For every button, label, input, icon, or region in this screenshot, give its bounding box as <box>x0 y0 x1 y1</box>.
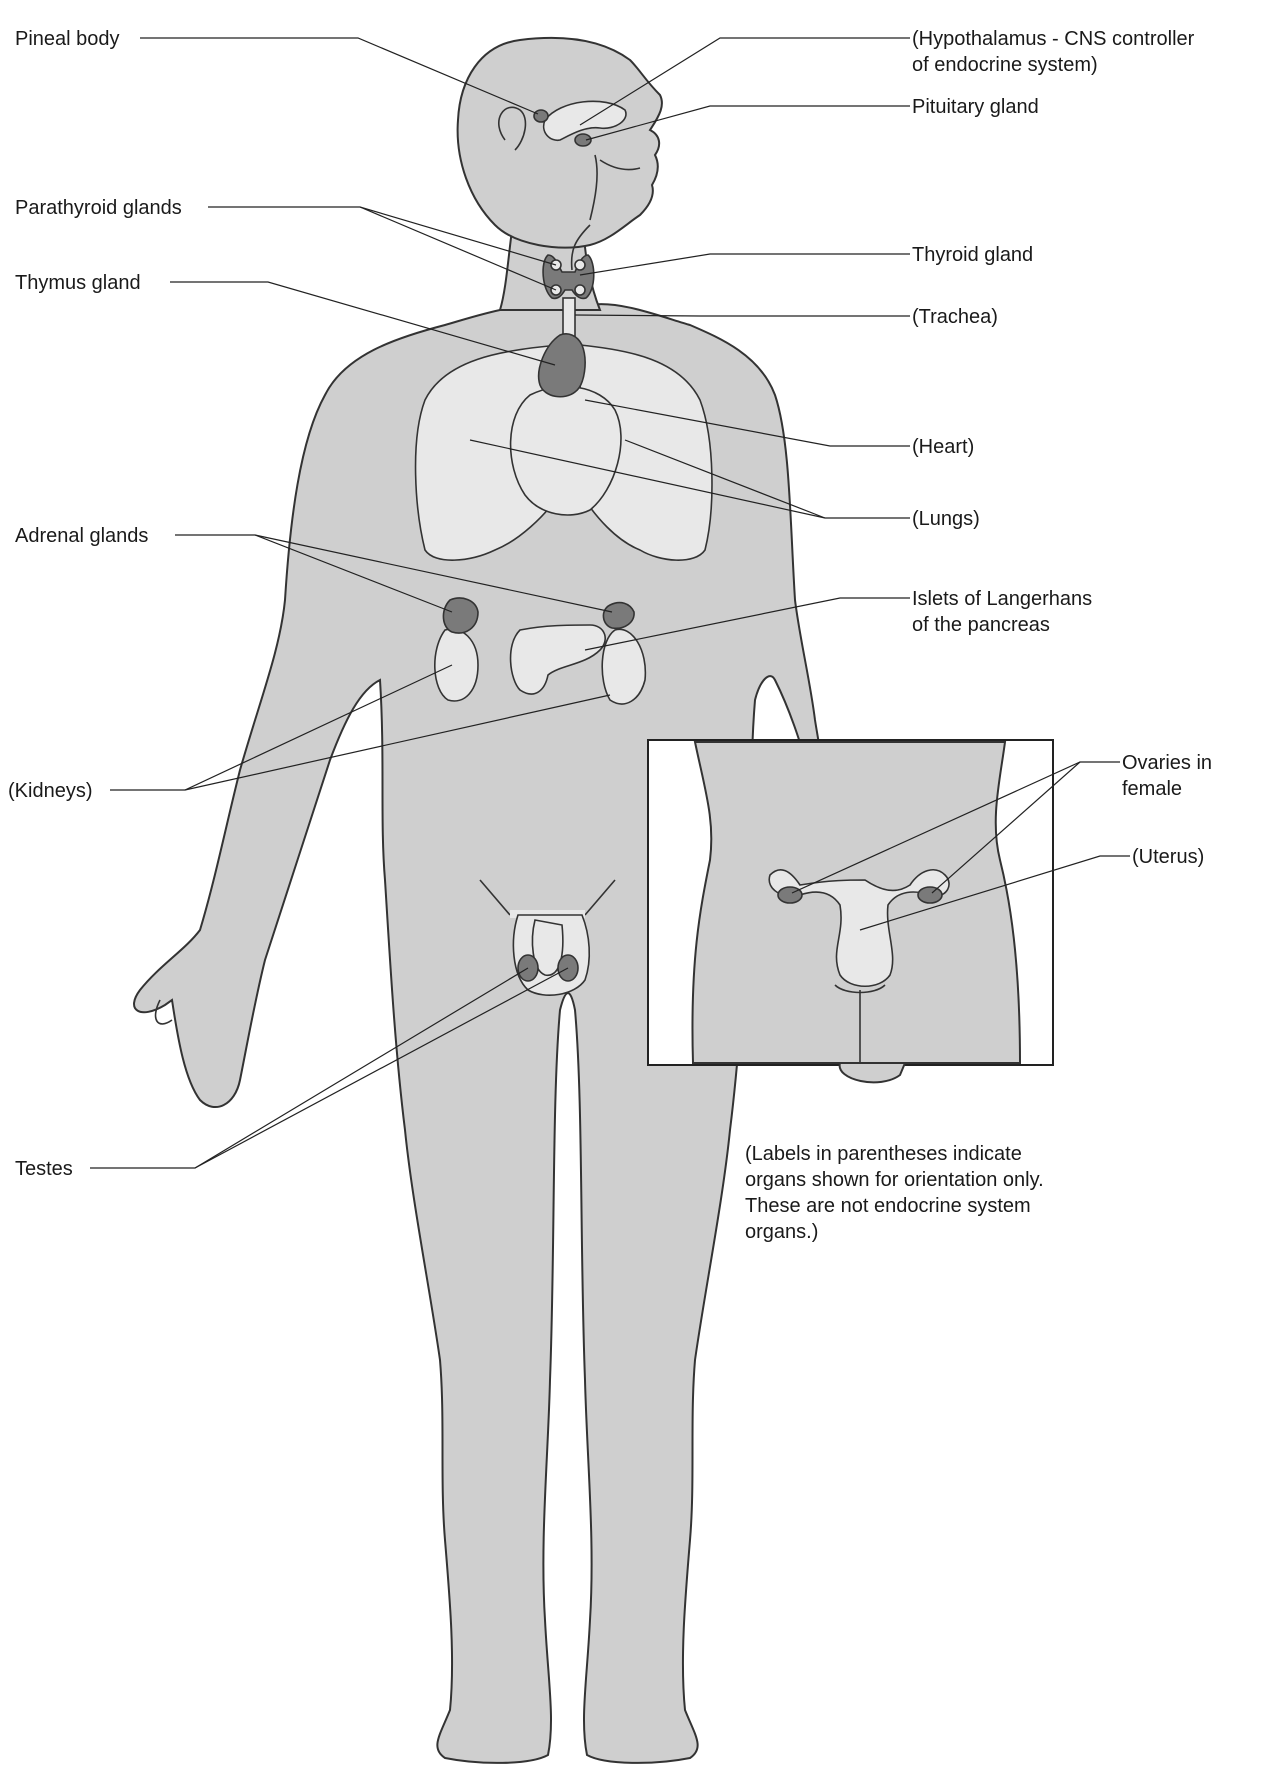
label-lungs: (Lungs) <box>912 508 980 530</box>
pituitary-gland-organ <box>575 134 591 146</box>
label-ovaries-line1: Ovaries in <box>1122 752 1212 774</box>
label-ovaries-line2: female <box>1122 778 1182 800</box>
label-thymus-gland: Thymus gland <box>15 272 141 294</box>
label-thyroid-gland: Thyroid gland <box>912 244 1033 266</box>
label-uterus: (Uterus) <box>1132 846 1204 868</box>
leader-thyroid <box>580 254 910 275</box>
ovary-organ <box>918 887 942 903</box>
label-trachea: (Trachea) <box>912 306 998 328</box>
pineal-body-organ <box>534 110 548 122</box>
thoracic-organs <box>416 255 712 560</box>
label-pineal-body: Pineal body <box>15 28 120 50</box>
label-islets-line1: Islets of Langerhans <box>912 588 1092 610</box>
right-adrenal-gland-organ <box>443 598 478 633</box>
note-line2: organs shown for orientation only. <box>745 1169 1044 1191</box>
note-line3: These are not endocrine system <box>745 1195 1031 1217</box>
right-kidney-organ <box>435 629 478 701</box>
leader-trachea <box>575 315 910 316</box>
ovary-organ <box>778 887 802 903</box>
label-islets-line2: of the pancreas <box>912 614 1050 636</box>
left-adrenal-gland-organ <box>603 603 634 629</box>
label-testes: Testes <box>15 1158 73 1180</box>
label-parathyroid-glands: Parathyroid glands <box>15 197 182 219</box>
trachea-organ <box>563 298 575 338</box>
label-hypothalamus-line2: of endocrine system) <box>912 54 1098 76</box>
note-line1: (Labels in parentheses indicate <box>745 1143 1022 1165</box>
parathyroid-gland-organ <box>575 285 585 295</box>
label-adrenal-glands: Adrenal glands <box>15 525 148 547</box>
orientation-note: (Labels in parentheses indicate organs s… <box>745 1143 1044 1243</box>
label-hypothalamus-line1: (Hypothalamus - CNS controller <box>912 28 1195 50</box>
label-heart: (Heart) <box>912 436 974 458</box>
label-pituitary-gland: Pituitary gland <box>912 96 1039 118</box>
note-line4: organs.) <box>745 1221 818 1243</box>
female-inset <box>648 740 1053 1082</box>
parathyroid-gland-organ <box>575 260 585 270</box>
label-kidneys: (Kidneys) <box>8 780 92 802</box>
